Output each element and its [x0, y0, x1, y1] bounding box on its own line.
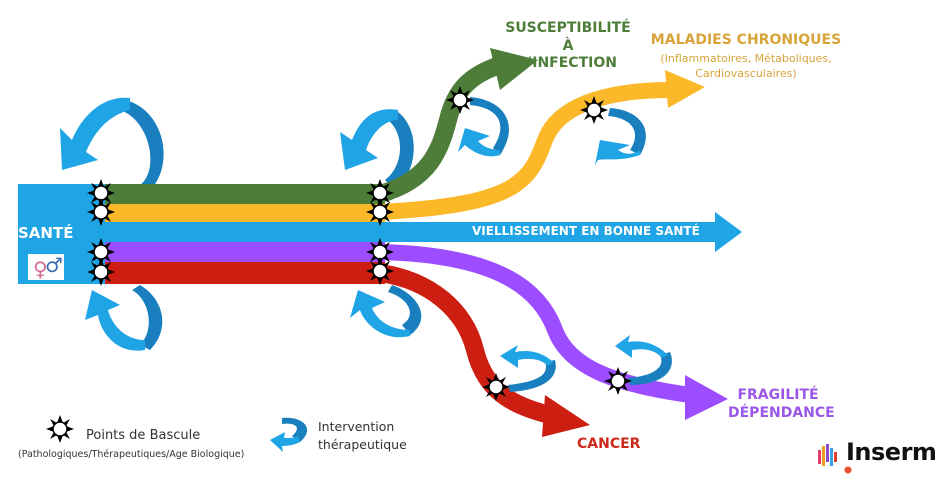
tipping-point-star-icon: [445, 85, 475, 115]
band-chronic: [105, 204, 385, 222]
path-cancer-arrow: [378, 264, 590, 437]
label-healthy-aging: VIELLISSEMENT EN BONNE SANTÉ: [472, 224, 700, 238]
label-cancer: CANCER: [577, 436, 641, 452]
path-infection-arrow: [377, 48, 538, 203]
intervention-arrow-icon: [340, 109, 414, 190]
start-label: SANTÉ: [18, 224, 74, 242]
inserm-logo-text: Inserm: [846, 438, 937, 466]
label-chronic-sub: (Inflammatoires, Métaboliques,: [660, 51, 832, 65]
label-infection-line: L'INFECTION: [519, 55, 617, 71]
label-frailty-line: FRAGILITÉ: [737, 387, 819, 403]
legend-intervention-line: thérapeutique: [318, 436, 407, 452]
gender-symbols-icon: [28, 254, 64, 280]
tipping-point-star-icon: [579, 95, 609, 125]
legend-tipping-point-title: Points de Bascule: [86, 428, 201, 443]
label-chronic-title: MALADIES CHRONIQUES: [650, 32, 842, 48]
label-infection-line: SUSCEPTIBILITÉ À: [505, 20, 631, 54]
tipping-point-star-icon: [86, 257, 116, 287]
intervention-arrow-icon: [458, 97, 509, 157]
intervention-arrow-icon: [595, 108, 646, 165]
label-frailty: FRAGILITÉ DÉPENDANCE: [728, 387, 835, 422]
svg-text:♀: ♀: [33, 257, 48, 281]
tipping-point-star-icon: [481, 372, 511, 402]
path-healthy-arrow: [380, 212, 742, 252]
tipping-point-star-icon: [45, 414, 75, 444]
legend-intervention-label: Intervention thérapeutique: [318, 418, 407, 453]
label-frailty-line: DÉPENDANCE: [728, 404, 835, 421]
intervention-arrow-icon: [350, 285, 422, 338]
intervention-arrow-icon: [60, 97, 164, 190]
intervention-arrow-icon: [500, 345, 556, 392]
label-chronic-sub: Cardiovasculaires): [695, 67, 797, 81]
label-infection: SUSCEPTIBILITÉ À L'INFECTION: [498, 20, 638, 73]
tipping-point-star-icon: [86, 197, 116, 227]
inserm-dot-icon: [844, 466, 852, 474]
legend-tipping-point-subtitle: (Pathologiques/Thérapeutiques/Age Biolog…: [18, 449, 245, 460]
svg-text:♂: ♂: [45, 253, 63, 277]
band-infection: [105, 184, 385, 204]
path-chronic-arrow: [379, 70, 705, 220]
band-frailty: [105, 242, 385, 262]
path-frailty-arrow: [379, 244, 728, 420]
inserm-bars-icon: [818, 444, 837, 466]
legend-intervention-line: Intervention: [318, 419, 395, 434]
label-chronic: MALADIES CHRONIQUES (Inflammatoires, Mét…: [650, 32, 842, 81]
intervention-arrow-icon: [615, 335, 672, 385]
tipping-point-star-icon: [603, 366, 633, 396]
intervention-arrow-icon: [85, 285, 163, 351]
band-cancer: [105, 262, 385, 284]
intervention-arrow-icon: [270, 417, 308, 452]
tipping-point-star-icon: [365, 256, 395, 286]
inserm-logo: Inserm: [818, 438, 937, 466]
band-healthy: [105, 222, 385, 242]
tipping-point-star-icon: [365, 197, 395, 227]
